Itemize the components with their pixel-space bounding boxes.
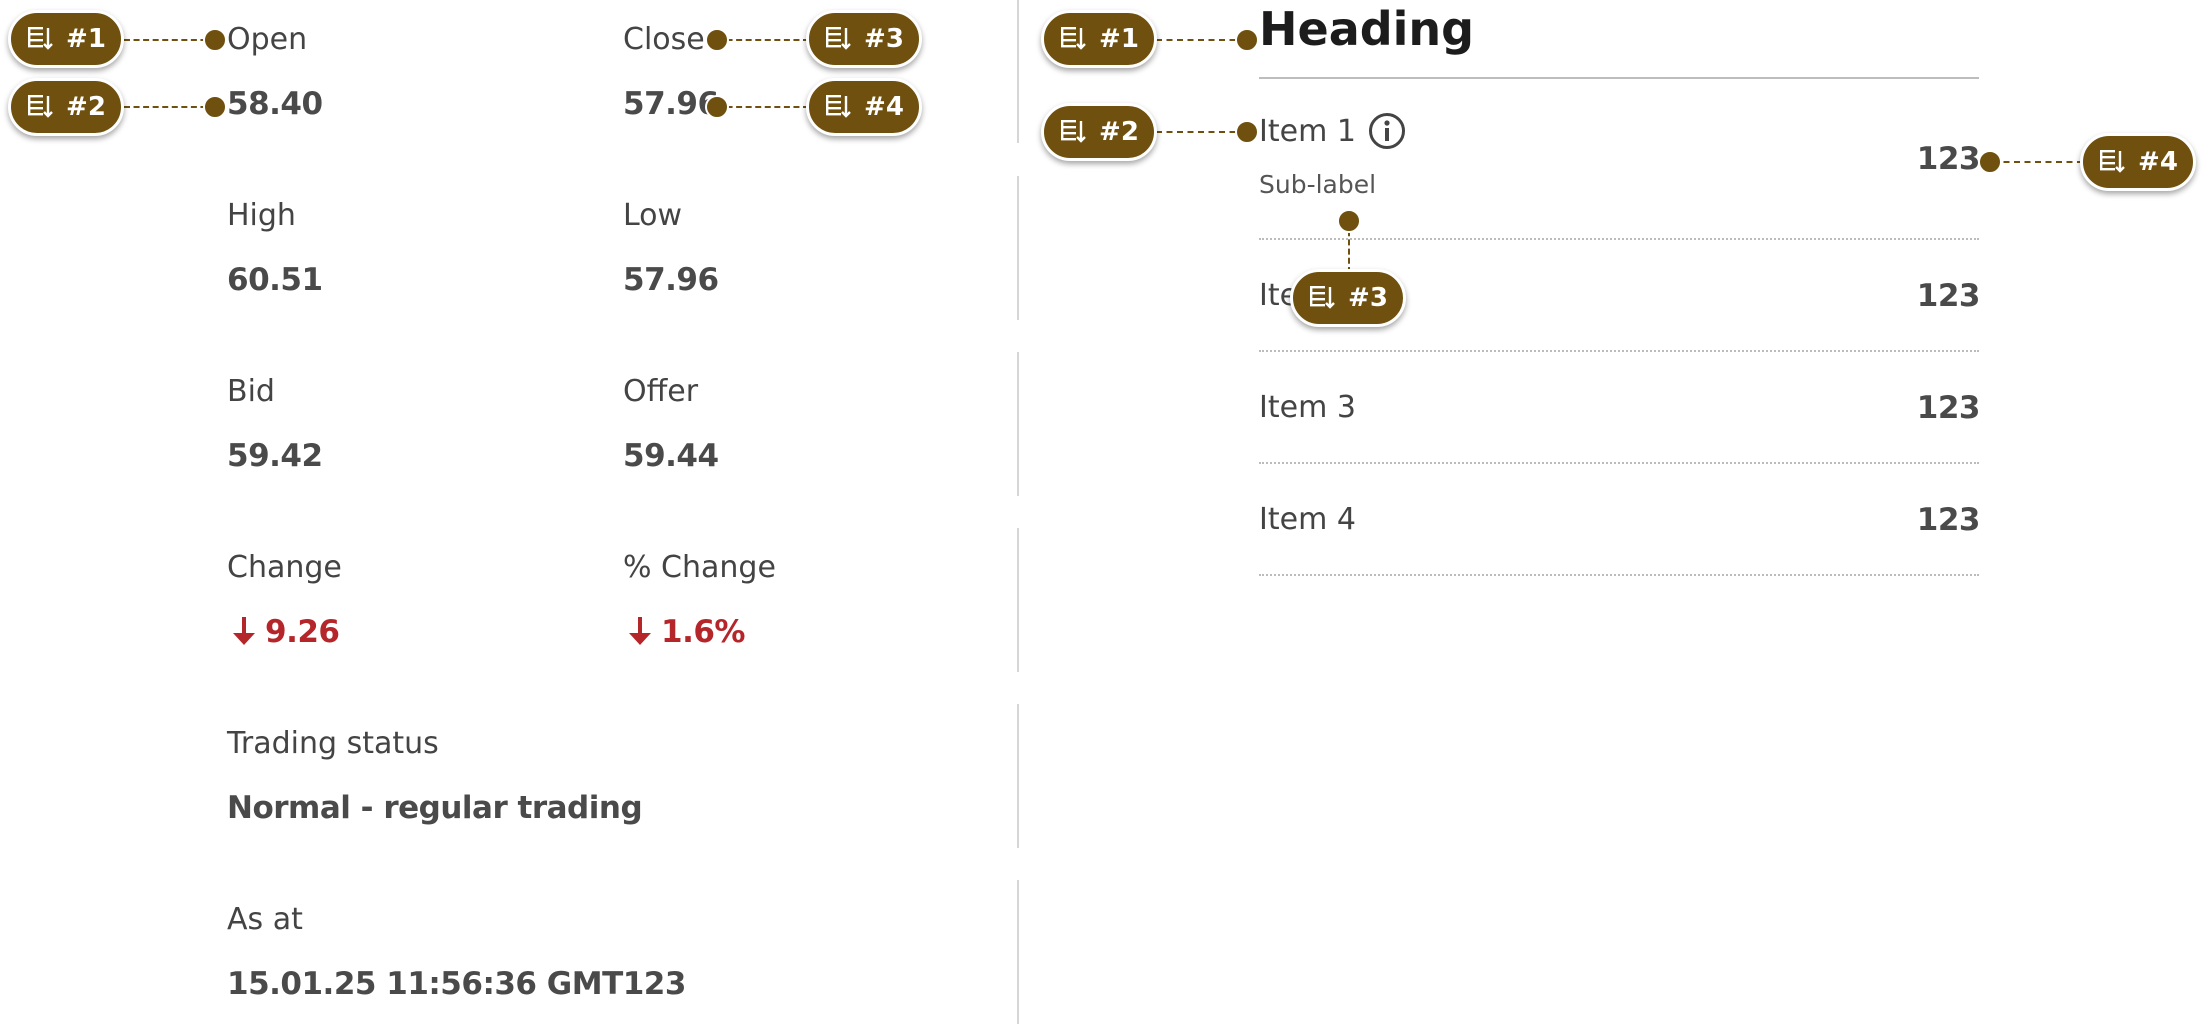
arrow-down-icon xyxy=(233,617,255,645)
reading-order-icon xyxy=(28,95,53,118)
row-divider xyxy=(1259,462,1979,464)
list-item-value: 123 xyxy=(1916,141,1981,177)
close-label: Close xyxy=(623,22,705,57)
change-value-text: 9.26 xyxy=(265,614,340,650)
list-item-label: Item 3 xyxy=(1259,390,1356,425)
divider xyxy=(1017,352,1019,496)
annotation-anchor xyxy=(1978,150,2002,174)
low-value: 57.96 xyxy=(623,262,719,298)
annotation-anchor xyxy=(1235,120,1259,144)
list-item-label: Item 1 xyxy=(1259,113,1356,149)
annotation-anchor xyxy=(705,95,729,119)
annotation-number: #1 xyxy=(66,24,106,54)
list-item-value: 123 xyxy=(1916,502,1981,538)
reading-order-icon xyxy=(826,27,851,50)
annotation-anchor xyxy=(203,28,227,52)
close-value: 57.96 xyxy=(623,86,719,122)
as-at-value: 15.01.25 11:56:36 GMT123 xyxy=(227,966,686,1002)
reading-order-icon xyxy=(1310,286,1335,309)
annotation-number: #1 xyxy=(1099,24,1139,54)
annotation-anchor xyxy=(203,95,227,119)
row-divider xyxy=(1259,574,1979,576)
high-value: 60.51 xyxy=(227,262,323,298)
annotation-badge: #2 xyxy=(1041,103,1157,161)
as-at-label: As at xyxy=(227,902,303,937)
high-label: High xyxy=(227,198,296,233)
annotation-anchor xyxy=(1337,209,1361,233)
trading-status-label: Trading status xyxy=(227,726,439,761)
annotation-leader xyxy=(1993,161,2083,163)
annotation-number: #3 xyxy=(1348,283,1388,313)
annotation-leader xyxy=(124,39,216,41)
reading-order-icon xyxy=(28,27,53,50)
annotation-leader xyxy=(124,106,216,108)
pct-change-label: % Change xyxy=(623,550,776,585)
heading-divider xyxy=(1259,77,1979,79)
open-value: 58.40 xyxy=(227,86,323,122)
trading-status-value: Normal - regular trading xyxy=(227,790,643,826)
divider xyxy=(1017,704,1019,848)
pct-change-value: 1.6% xyxy=(627,614,745,650)
divider xyxy=(1017,880,1019,1024)
open-label: Open xyxy=(227,22,308,57)
annotation-number: #2 xyxy=(66,92,106,122)
change-label: Change xyxy=(227,550,342,585)
arrow-down-icon xyxy=(629,617,651,645)
list-item-value: 123 xyxy=(1916,390,1981,426)
annotation-number: #4 xyxy=(864,92,904,122)
annotation-badge: #2 xyxy=(8,78,124,136)
annotation-leader xyxy=(1156,39,1246,41)
reading-order-icon xyxy=(1061,120,1086,143)
list-item-value: 123 xyxy=(1916,278,1981,314)
list-item-label: Item 4 xyxy=(1259,502,1356,537)
annotation-badge: #1 xyxy=(1041,10,1157,68)
annotation-leader xyxy=(717,39,809,41)
low-label: Low xyxy=(623,198,683,233)
info-icon[interactable] xyxy=(1368,112,1406,150)
annotation-leader xyxy=(717,106,809,108)
annotation-number: #3 xyxy=(864,24,904,54)
page-title: Heading xyxy=(1259,2,1475,56)
change-value: 9.26 xyxy=(231,614,340,650)
annotation-leader xyxy=(1348,221,1350,273)
reading-order-icon xyxy=(826,95,851,118)
annotation-badge: #3 xyxy=(806,10,922,68)
annotation-anchor xyxy=(705,28,729,52)
pct-change-value-text: 1.6% xyxy=(661,614,745,650)
list-item-sublabel: Sub-label xyxy=(1259,170,1377,199)
reading-order-icon xyxy=(2100,150,2125,173)
bid-label: Bid xyxy=(227,374,275,409)
annotation-anchor xyxy=(1235,28,1259,52)
row-divider xyxy=(1259,350,1979,352)
divider xyxy=(1017,0,1019,143)
annotation-badge: #4 xyxy=(806,78,922,136)
divider xyxy=(1017,176,1019,320)
offer-value: 59.44 xyxy=(623,438,719,474)
list-item: Item 1 xyxy=(1259,112,1406,150)
bid-value: 59.42 xyxy=(227,438,323,474)
annotation-leader xyxy=(1156,131,1246,133)
annotation-badge: #4 xyxy=(2080,133,2196,191)
annotation-badge: #1 xyxy=(8,10,124,68)
row-divider xyxy=(1259,238,1979,240)
annotation-number: #4 xyxy=(2138,147,2178,177)
annotation-number: #2 xyxy=(1099,117,1139,147)
divider xyxy=(1017,528,1019,672)
reading-order-icon xyxy=(1061,27,1086,50)
offer-label: Offer xyxy=(623,374,699,409)
annotation-badge: #3 xyxy=(1290,269,1406,327)
